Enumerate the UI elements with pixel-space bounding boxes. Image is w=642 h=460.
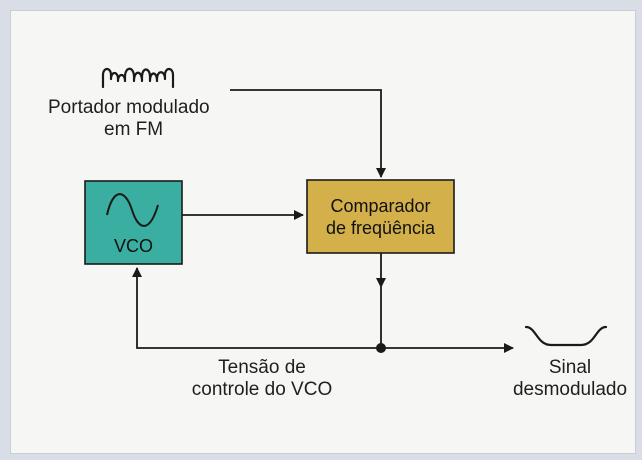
comparator-label-line2: de freqüência bbox=[325, 218, 436, 238]
comparator-label-line1: Comparador bbox=[330, 196, 431, 216]
input-signal-label-line1: Portador modulado bbox=[48, 97, 210, 118]
input-signal-line bbox=[230, 89, 386, 178]
output-label-line2: desmodulado bbox=[512, 379, 628, 400]
output-label-line1: Sinal bbox=[548, 357, 592, 378]
sine-wave-icon bbox=[106, 193, 159, 227]
comparator-block bbox=[306, 179, 455, 254]
feedback-label-line1: Tensão de bbox=[218, 357, 306, 378]
fm-wave-icon bbox=[101, 67, 175, 89]
vco-block bbox=[84, 180, 183, 265]
feedback-line bbox=[132, 267, 381, 349]
demodulated-dip-icon bbox=[524, 325, 608, 347]
feedback-label-line2: controle do VCO bbox=[191, 379, 333, 400]
junction-dot bbox=[376, 343, 386, 353]
vco-label: VCO bbox=[113, 236, 153, 256]
input-signal-label-line2: em FM bbox=[104, 119, 164, 140]
